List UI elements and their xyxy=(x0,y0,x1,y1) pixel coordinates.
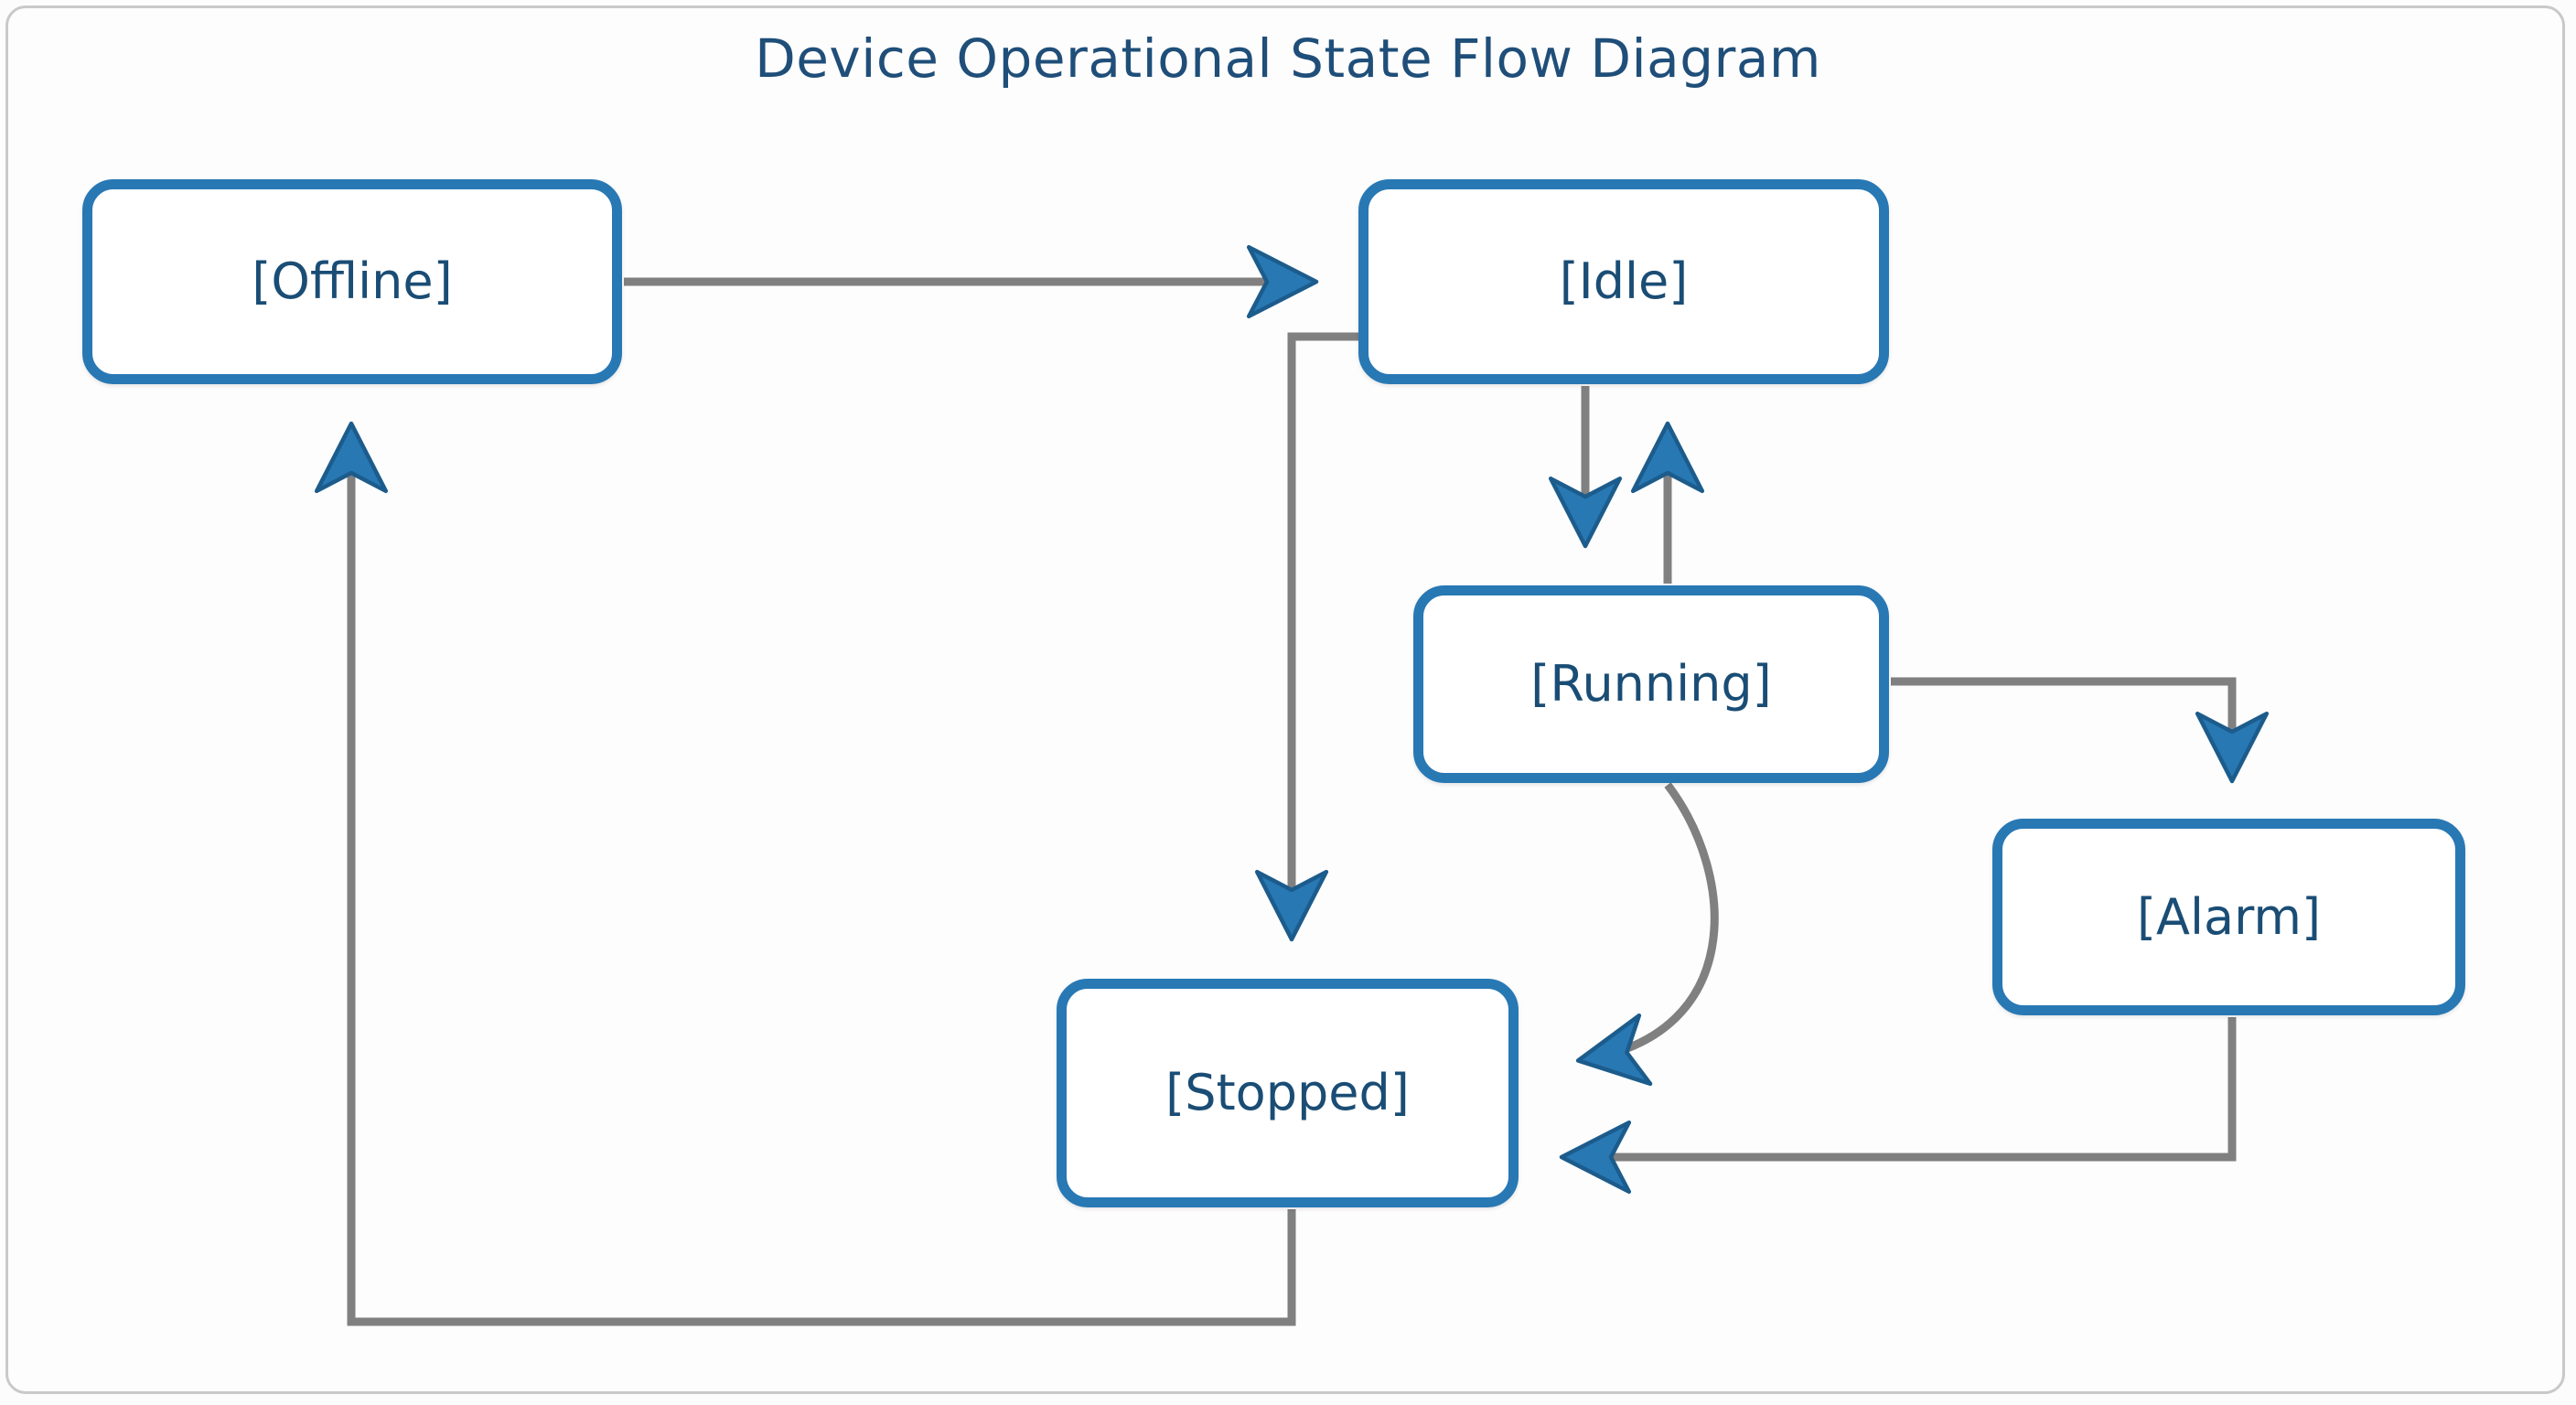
state-node-offline[interactable]: [Offline] xyxy=(82,179,622,384)
state-node-stopped-label: [Stopped] xyxy=(1165,1064,1410,1121)
state-node-alarm-label: [Alarm] xyxy=(2136,887,2322,946)
page-title: Device Operational State Flow Diagram xyxy=(755,27,1821,90)
state-node-offline-label: [Offline] xyxy=(252,252,453,310)
state-node-running-label: [Running] xyxy=(1530,655,1772,713)
state-node-alarm[interactable]: [Alarm] xyxy=(1992,819,2465,1015)
state-node-idle[interactable]: [Idle] xyxy=(1358,179,1889,384)
state-node-idle-label: [Idle] xyxy=(1559,252,1689,310)
state-node-running[interactable]: [Running] xyxy=(1413,585,1889,783)
state-node-stopped[interactable]: [Stopped] xyxy=(1057,979,1519,1207)
